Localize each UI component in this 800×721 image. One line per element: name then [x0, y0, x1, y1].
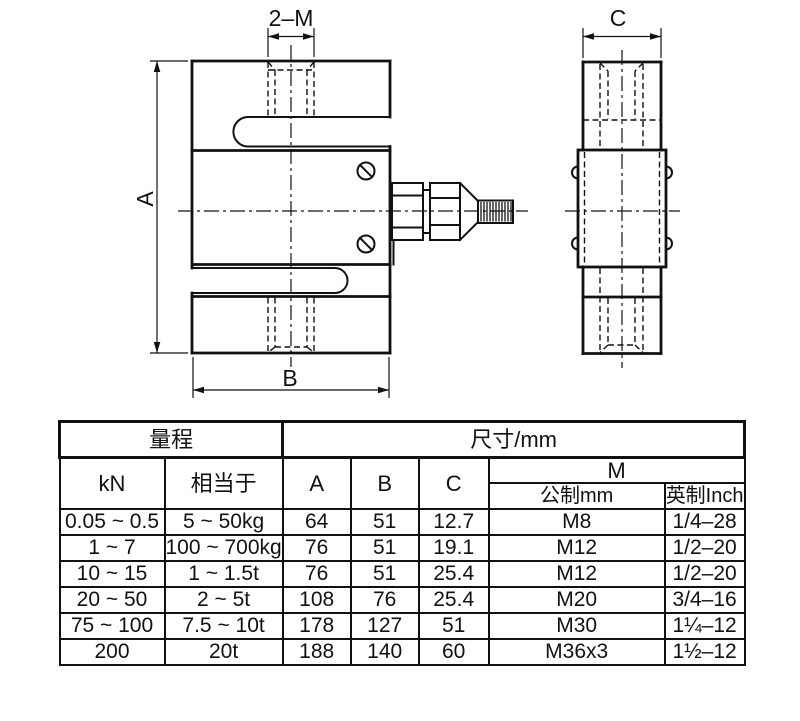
- cell-a: 108: [281, 586, 352, 615]
- cell-c: 25.4: [417, 586, 490, 615]
- cell-c: 60: [417, 638, 490, 667]
- cell-b: 51: [349, 508, 420, 537]
- cell-imperial: 1½–12: [663, 638, 746, 667]
- cell-imperial: 1/2–20: [663, 560, 746, 589]
- cell-equiv: 1 ~ 1.5t: [163, 560, 284, 589]
- side-top-hole: [583, 62, 661, 149]
- dimension-c: C: [582, 5, 662, 58]
- table-row: 10 ~ 15 1 ~ 1.5t 76 51 25.4 M12 1/2–20: [58, 560, 746, 589]
- side-body-edges: [581, 60, 663, 355]
- cell-c: 19.1: [417, 534, 490, 563]
- cell-a: 188: [281, 638, 352, 667]
- dim-2m-label: 2–M: [269, 5, 314, 31]
- header-range-group: 量程: [57, 420, 285, 459]
- side-view: [565, 50, 680, 368]
- header-imperial: 英制Inch: [663, 482, 746, 511]
- cell-kn: 75 ~ 100: [58, 612, 166, 641]
- header-b: B: [349, 456, 420, 511]
- upper-slot: [232, 116, 391, 148]
- cell-c: 12.7: [417, 508, 490, 537]
- cell-equiv: 20t: [163, 638, 284, 667]
- cell-metric: M12: [487, 534, 666, 563]
- header-metric: 公制mm: [487, 482, 666, 511]
- cell-b: 127: [349, 612, 420, 641]
- front-view: [178, 45, 528, 367]
- bottom-threaded-hole: [267, 297, 315, 354]
- cell-metric: M12: [487, 560, 666, 589]
- cell-a: 64: [281, 508, 352, 537]
- cell-b: 140: [349, 638, 420, 667]
- table-row: 20 ~ 50 2 ~ 5t 108 76 25.4 M20 3/4–16: [58, 586, 746, 615]
- table-row: 75 ~ 100 7.5 ~ 10t 178 127 51 M30 1¼–12: [58, 612, 746, 641]
- table-group-header-row: 量程 尺寸/mm: [57, 420, 746, 459]
- cell-equiv: 100 ~ 700kg: [163, 534, 284, 563]
- cell-b: 51: [349, 560, 420, 589]
- technical-drawing: 2–M A B C: [132, 5, 680, 398]
- plate-screws: [571, 165, 673, 251]
- table-row: 200 20t 188 140 60 M36x3 1½–12: [58, 638, 746, 667]
- header-dims-group: 尺寸/mm: [281, 420, 746, 459]
- cell-b: 51: [349, 534, 420, 563]
- cell-b: 76: [349, 586, 420, 615]
- cell-imperial: 1¼–12: [663, 612, 746, 641]
- screw-top: [356, 161, 376, 181]
- table-column-header-row: kN 相当于 A B C M: [58, 456, 746, 511]
- dimension-2m: 2–M: [267, 5, 315, 57]
- top-threaded-hole: [267, 61, 315, 116]
- cell-metric: M36x3: [487, 638, 666, 667]
- cell-c: 51: [417, 612, 490, 641]
- screw-bottom: [356, 234, 376, 254]
- dim-a-label: A: [132, 191, 158, 207]
- cell-a: 76: [281, 560, 352, 589]
- cell-equiv: 7.5 ~ 10t: [163, 612, 284, 641]
- spec-table: 量程 尺寸/mm kN 相当于 A B C M 公制mm 英制Inch 0.05…: [57, 420, 746, 667]
- cell-kn: 1 ~ 7: [58, 534, 166, 563]
- cell-imperial: 3/4–16: [663, 586, 746, 615]
- cell-kn: 200: [58, 638, 166, 667]
- header-c: C: [417, 456, 490, 511]
- cell-a: 76: [281, 534, 352, 563]
- cell-equiv: 5 ~ 50kg: [163, 508, 284, 537]
- connector-cone: [458, 181, 480, 242]
- dim-b-label: B: [282, 365, 297, 391]
- cell-equiv: 2 ~ 5t: [163, 586, 284, 615]
- dimension-a: A: [132, 60, 188, 354]
- cell-c: 25.4: [417, 560, 490, 589]
- dim-c-label: C: [610, 5, 627, 31]
- table-subheader-row: 公制mm 英制Inch: [60, 482, 746, 511]
- dimension-b: B: [192, 357, 390, 398]
- cell-imperial: 1/2–20: [663, 534, 746, 563]
- cell-kn: 20 ~ 50: [58, 586, 166, 615]
- cell-metric: M20: [487, 586, 666, 615]
- header-equiv: 相当于: [163, 456, 284, 511]
- lower-slot: [191, 267, 349, 294]
- table-row: 1 ~ 7 100 ~ 700kg 76 51 19.1 M12 1/2–20: [58, 534, 746, 563]
- thread-stub: [477, 199, 514, 224]
- cell-a: 178: [281, 612, 352, 641]
- cell-metric: M8: [487, 508, 666, 537]
- header-a: A: [281, 456, 352, 511]
- header-m: M: [487, 456, 746, 485]
- cell-imperial: 1/4–28: [663, 508, 746, 537]
- cell-metric: M30: [487, 612, 666, 641]
- cable-connector: [391, 181, 514, 266]
- header-kn: kN: [58, 456, 166, 511]
- table-row: 0.05 ~ 0.5 5 ~ 50kg 64 51 12.7 M8 1/4–28: [58, 508, 746, 537]
- cell-kn: 0.05 ~ 0.5: [58, 508, 166, 537]
- cell-kn: 10 ~ 15: [58, 560, 166, 589]
